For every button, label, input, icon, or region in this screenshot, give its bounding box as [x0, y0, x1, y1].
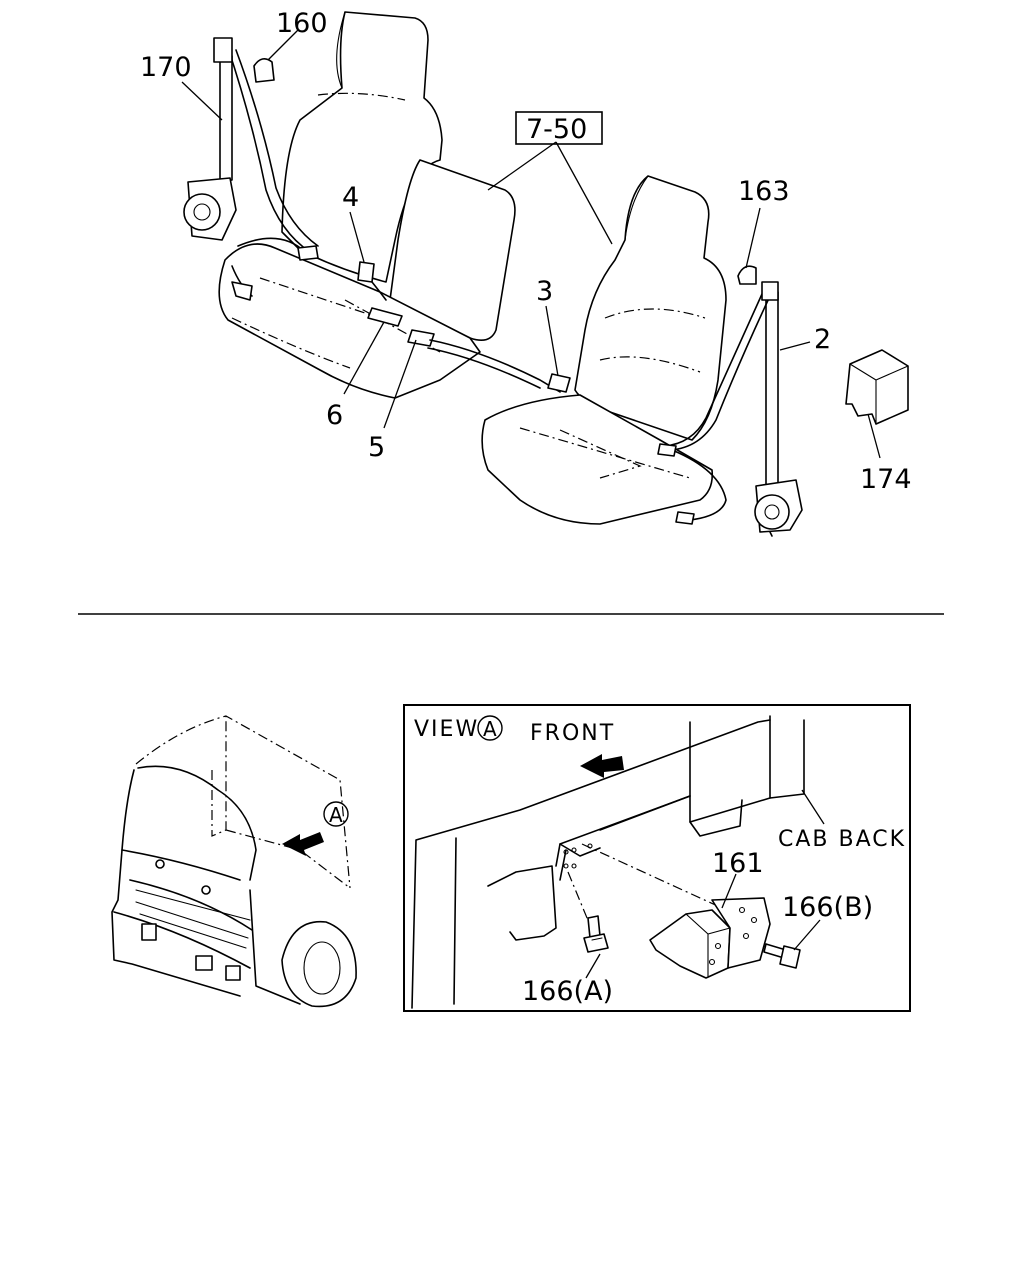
- bolt-166a-illustration: [583, 915, 609, 953]
- callout-166b: 166(B): [782, 892, 873, 923]
- callout-170: 170: [140, 52, 192, 83]
- callout-166a: 166(A): [522, 976, 613, 1007]
- bolt-166b-illustration: [763, 943, 801, 969]
- callout-6: 6: [326, 400, 343, 431]
- view-label: VIEW: [414, 717, 479, 742]
- seat-belt-webbing-illustration: [183, 37, 909, 537]
- truck-view-marker: A: [329, 803, 343, 827]
- callout-4: 4: [342, 182, 359, 213]
- front-arrow-icon: [580, 754, 624, 778]
- view-label-marker-circle: [477, 715, 503, 741]
- cab-frame-illustration: [411, 715, 805, 1009]
- top-callouts: 160 170 7-50 4 3 163 2 174 6 5: [140, 8, 912, 495]
- view-marker-circle: [323, 801, 349, 827]
- view-arrow-icon: [282, 832, 324, 856]
- top-leader-lines: [181, 29, 881, 459]
- callout-163: 163: [738, 176, 790, 207]
- view-label-marker: A: [483, 717, 497, 741]
- bracket-161-illustration: [649, 897, 771, 979]
- view-a-panel: VIEW A FRONT: [403, 704, 911, 1012]
- callout-7-50-box: [515, 111, 603, 145]
- callout-5: 5: [368, 432, 385, 463]
- front-label: FRONT: [530, 721, 615, 746]
- truck-cab-illustration: A: [111, 715, 357, 1008]
- cab-back-label: CAB BACK: [778, 827, 906, 852]
- callout-160: 160: [276, 8, 328, 39]
- view-leader-lines: [585, 789, 825, 979]
- callout-161: 161: [712, 848, 764, 879]
- callout-7-50: 7-50: [526, 114, 587, 145]
- callout-2: 2: [814, 324, 831, 355]
- callout-3: 3: [536, 276, 553, 307]
- seat-assembly-illustration: [218, 11, 727, 525]
- callout-174: 174: [860, 464, 912, 495]
